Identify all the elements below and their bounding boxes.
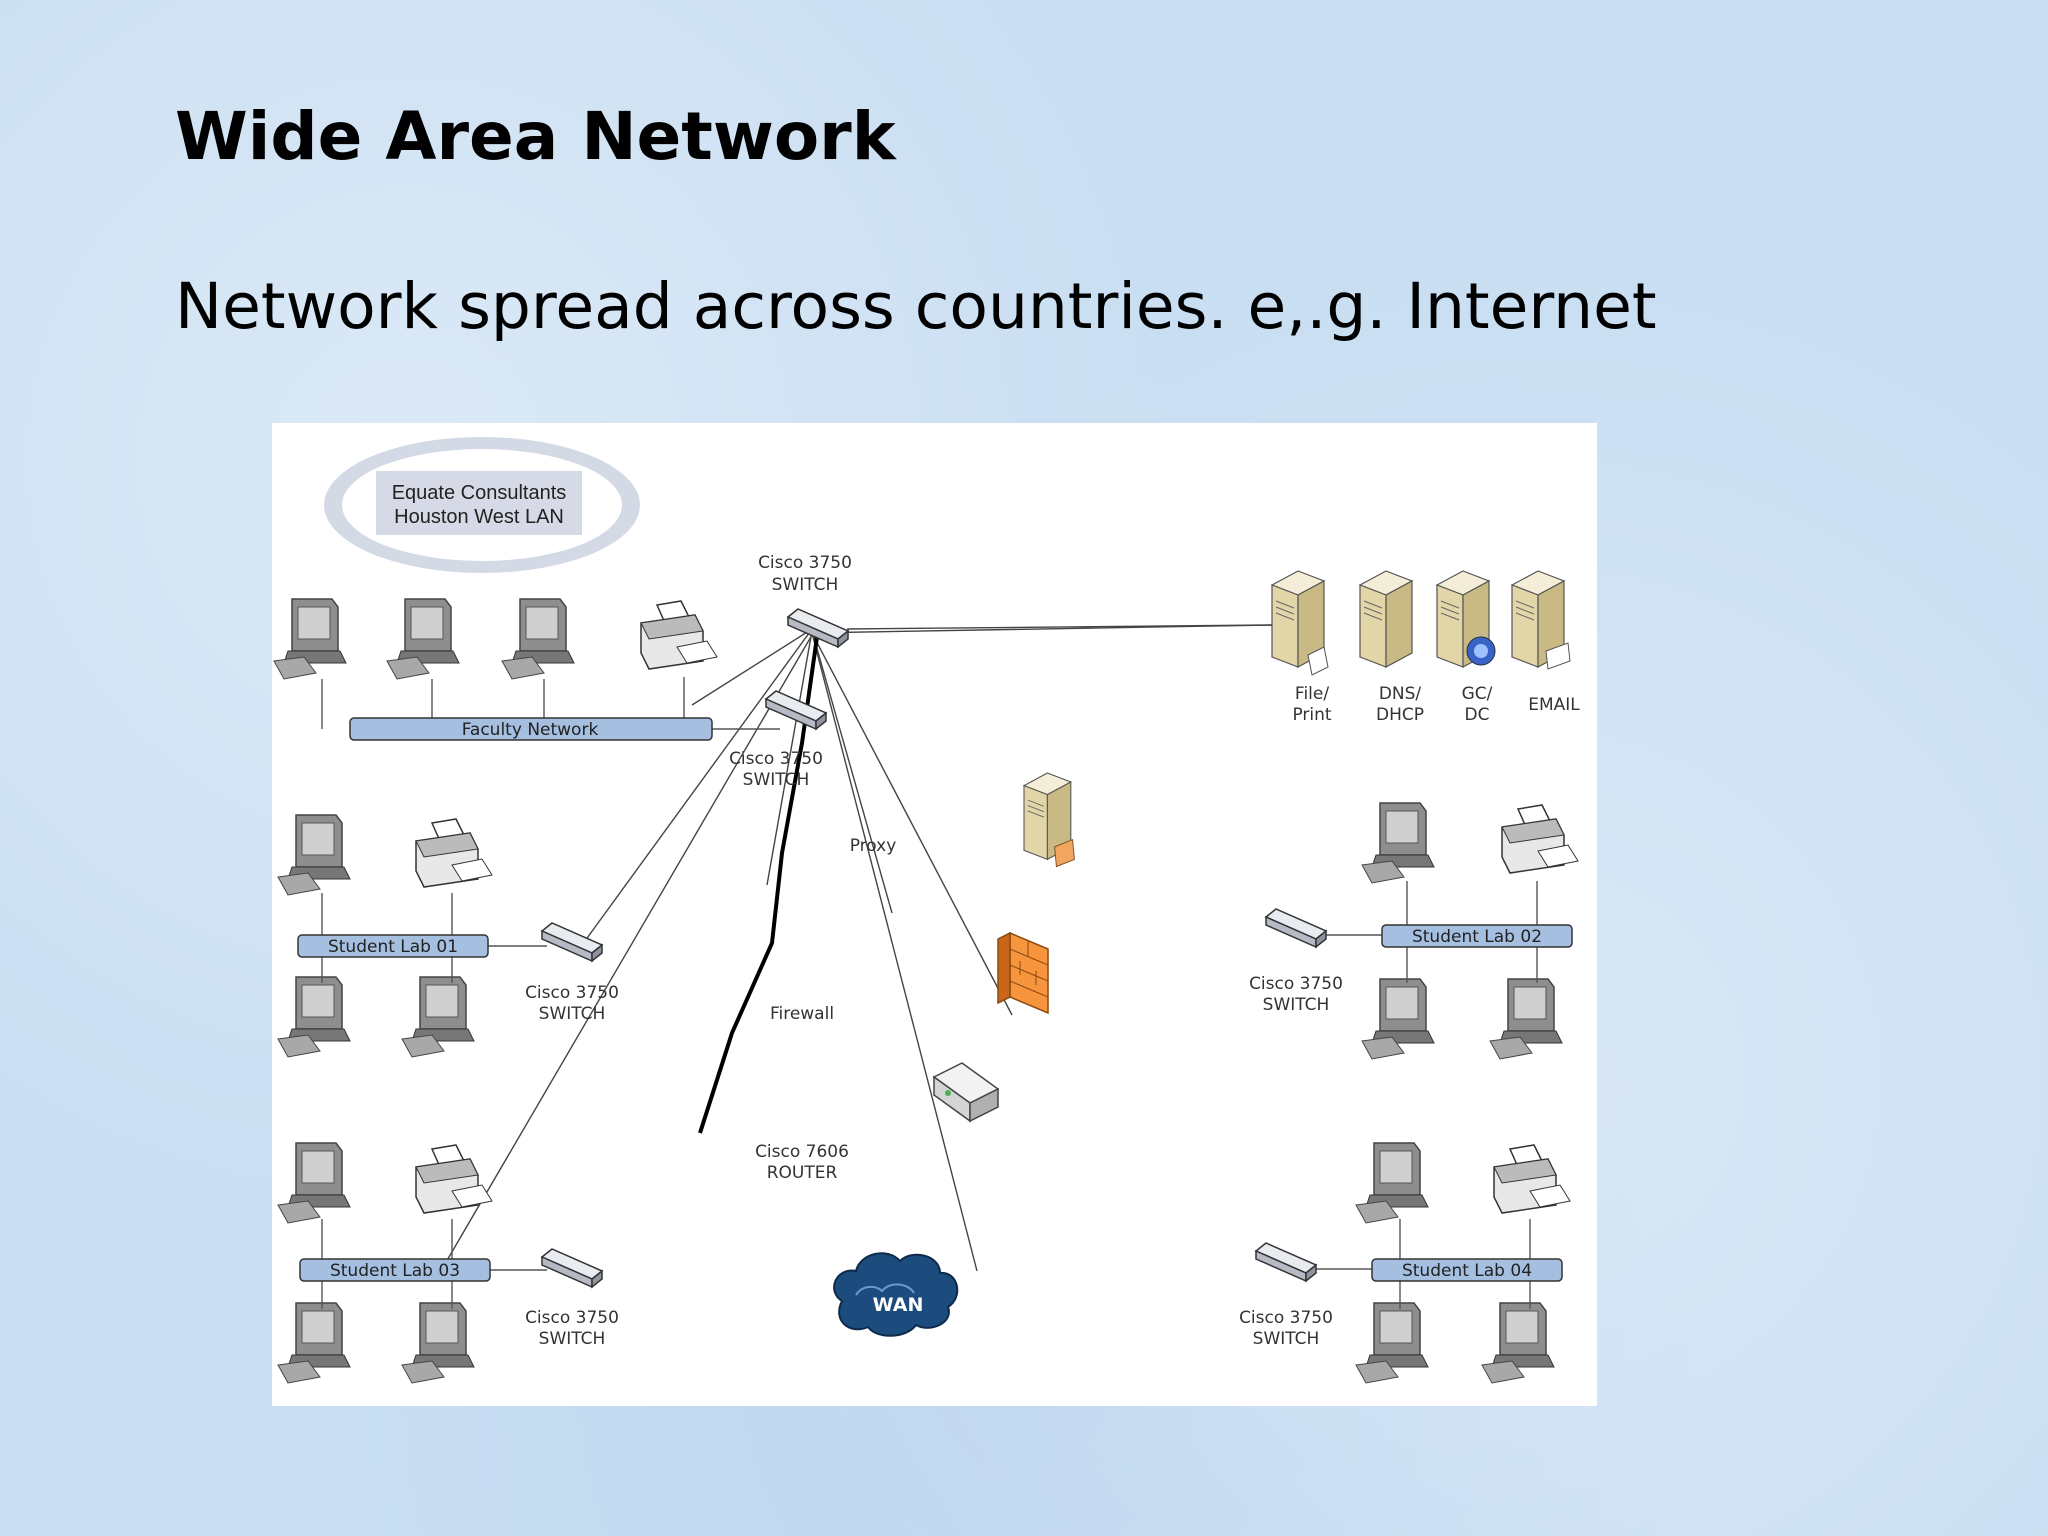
student-lab-03-label: Student Lab 03 [330,1261,460,1281]
student-lab-01: Student Lab 01 Cisco 3750 SWITCH [277,814,619,1058]
router-icon [932,1062,1000,1123]
lab01-switch-label-1: Cisco 3750 [525,983,619,1003]
lab02-switch-icon [1265,908,1327,948]
slide-title: Wide Area Network [175,98,896,175]
slide-subtitle: Network spread across countries. e,.g. I… [175,270,1657,343]
student-lab-03: Student Lab 03 Cisco 3750 SWITCH [277,1142,619,1384]
proxy-label: Proxy [850,836,897,856]
server-label-email: EMAIL [1528,695,1580,715]
core-switch-label-line1: Cisco 3750 [758,553,852,573]
lab03-switch-icon [541,1248,603,1288]
email-server-icon [1511,570,1571,670]
proxy-server-icon [1023,772,1075,868]
student-lab-01-label: Student Lab 01 [328,937,458,957]
server-label-dns-2: DHCP [1376,705,1424,725]
lab01-switch-label-2: SWITCH [539,1004,606,1024]
student-lab-02-label: Student Lab 02 [1412,927,1542,947]
faculty-network-label: Faculty Network [462,720,599,740]
org-label: Equate Consultants Houston West LAN [324,437,640,573]
server-label-file-1: File/ [1295,684,1329,704]
lab03-switch-label-2: SWITCH [539,1329,606,1349]
lab04-switch-label-2: SWITCH [1253,1329,1320,1349]
firewall-icon [997,931,1049,1015]
lab02-switch-label-2: SWITCH [1263,995,1330,1015]
router-label-1: Cisco 7606 [755,1142,849,1162]
org-label-line1: Equate Consultants [392,482,567,504]
faculty-switch-label-2: SWITCH [743,770,810,790]
lab02-switch-label-1: Cisco 3750 [1249,974,1343,994]
core-switch-label-line2: SWITCH [772,575,839,595]
server-label-gc-2: DC [1465,705,1490,725]
wan-label: WAN [873,1294,924,1316]
file-server-icon [1271,570,1329,676]
lab04-switch-icon [1255,1242,1317,1282]
student-lab-02: Student Lab 02 Cisco 3750 SWITCH [1249,802,1579,1060]
domain-controller-icon [1436,570,1496,668]
server-label-gc-1: GC/ [1462,684,1493,704]
dns-server-icon [1359,570,1413,668]
server-label-file-2: Print [1292,705,1331,725]
network-diagram: Equate Consultants Houston West LAN Cisc… [272,423,1597,1406]
org-label-line2: Houston West LAN [394,506,564,528]
student-lab-04: Student Lab 04 Cisco 3750 SWITCH [1239,1142,1571,1384]
lab03-switch-label-1: Cisco 3750 [525,1308,619,1328]
lab04-switch-label-1: Cisco 3750 [1239,1308,1333,1328]
server-label-dns-1: DNS/ [1379,684,1422,704]
firewall-label: Firewall [770,1004,834,1024]
student-lab-04-label: Student Lab 04 [1402,1261,1532,1281]
faculty-switch-label-1: Cisco 3750 [729,749,823,769]
router-label-2: ROUTER [767,1163,838,1183]
wan-cloud-icon: WAN [833,1252,959,1337]
faculty-network: Faculty Network Cisco 3750 SWITCH [273,598,827,790]
